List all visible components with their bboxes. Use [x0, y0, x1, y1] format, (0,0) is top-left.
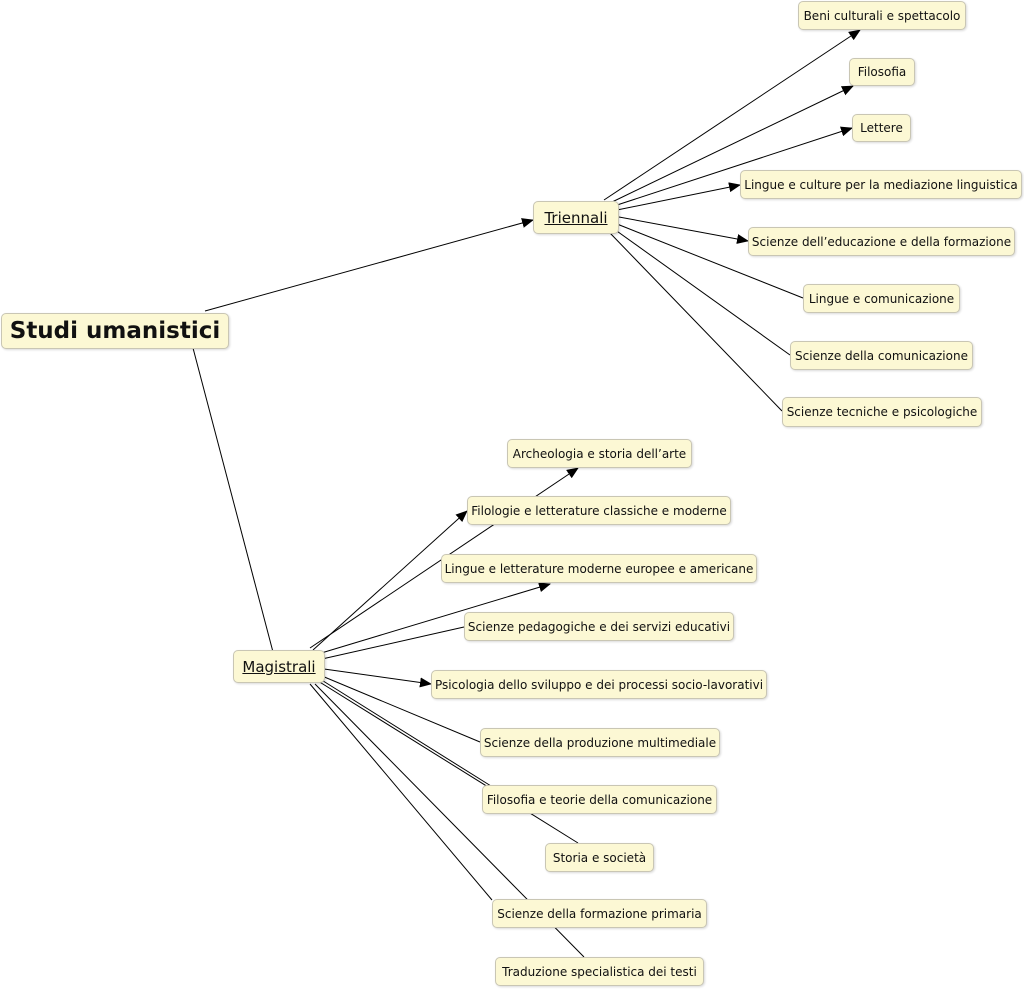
edge-magistrali-course-7	[319, 678, 492, 787]
triennali-course-2: Filosofia	[849, 58, 915, 86]
edge-triennali-course-8	[609, 232, 783, 412]
triennali-course-3: Lettere	[852, 114, 911, 142]
magistrali-course-10: Traduzione specialistica dei testi	[495, 957, 704, 986]
triennali-course-5: Scienze dell’educazione e della formazio…	[748, 227, 1015, 256]
magistrali-course-1: Archeologia e storia dell’arte	[507, 439, 692, 468]
edge-triennali-course-4	[616, 182, 741, 211]
magistrali-course-4: Scienze pedagogiche e dei servizi educat…	[464, 612, 734, 641]
edge-magistrali-course-4	[321, 626, 465, 660]
triennali-course-1: Beni culturali e spettacolo	[798, 1, 966, 30]
magistrali-course-2: Filologie e letterature classiche e mode…	[467, 496, 731, 525]
triennali-course-8: Scienze tecniche e psicologiche	[782, 397, 982, 427]
magistrali-course-6: Scienze della produzione multimediale	[480, 728, 720, 757]
magistrali-course-8: Storia e società	[545, 843, 654, 872]
magistrali-course-5: Psicologia dello sviluppo e dei processi…	[431, 670, 767, 699]
edge-magistrali-course-8	[317, 680, 579, 844]
magistrali-hub: Magistrali	[233, 650, 325, 683]
magistrali-course-9: Scienze della formazione primaria	[492, 899, 707, 928]
triennali-hub: Triennali	[533, 201, 619, 234]
triennali-course-6: Lingue e comunicazione	[803, 284, 960, 313]
magistrali-course-7: Filosofia e teorie della comunicazione	[482, 785, 717, 814]
edge-triennali-course-2	[609, 85, 854, 204]
triennali-course-7: Scienze della comunicazione	[790, 341, 973, 370]
triennali-course-4: Lingue e culture per la mediazione lingu…	[740, 170, 1022, 199]
edge-magistrali-course-5	[323, 668, 432, 688]
edge-triennali-course-3	[613, 126, 853, 207]
edge-magistrali-course-6	[321, 675, 481, 743]
edge-root-magistrali	[192, 347, 274, 653]
edge-triennali-course-5	[618, 216, 749, 244]
edge-magistrali-course-3	[317, 582, 551, 655]
magistrali-course-3: Lingue e letterature moderne europee e a…	[441, 554, 757, 583]
edge-magistrali-course-2	[312, 510, 468, 651]
edge-magistrali-course-9	[309, 683, 493, 901]
root-node: Studi umanistici	[1, 313, 229, 349]
edge-triennali-course-7	[613, 228, 791, 356]
edge-triennali-course-1	[603, 29, 861, 201]
edge-root-triennali	[204, 218, 534, 312]
edge-triennali-course-6	[616, 223, 804, 299]
